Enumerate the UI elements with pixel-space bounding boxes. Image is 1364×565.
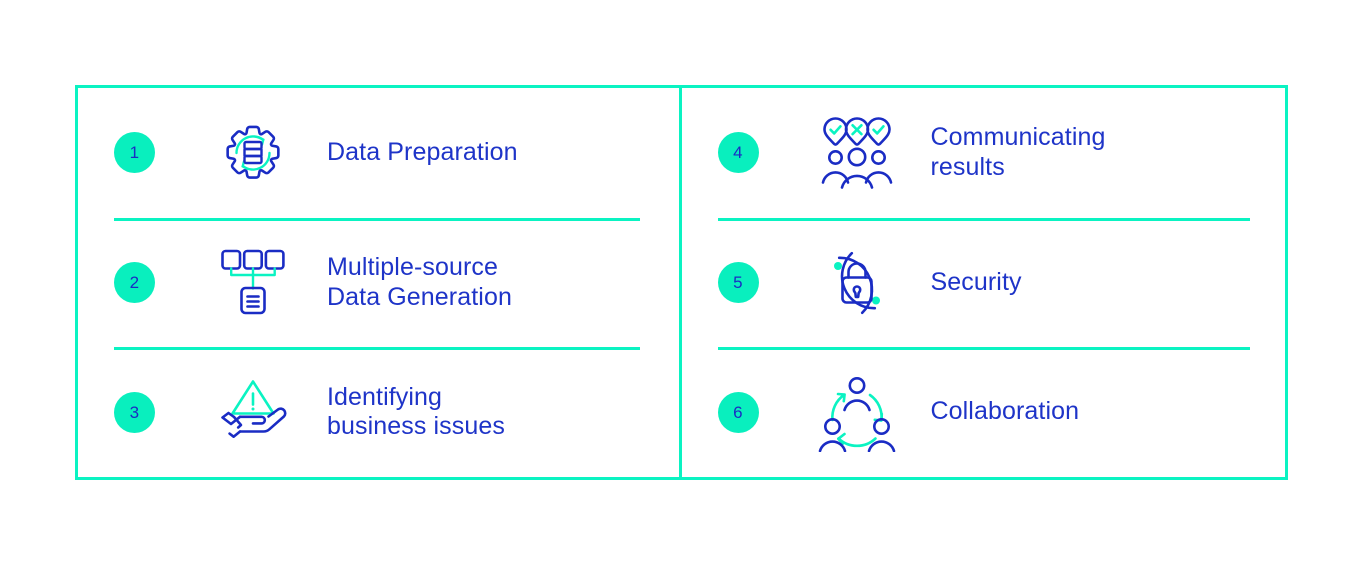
step-number-badge-5: 5 [717,262,759,303]
gear-database-refresh-icon [205,111,301,195]
step-label-5: Security [930,267,1022,296]
step-row-3[interactable]: 3 [78,347,679,477]
step-label-6: Collaboration [930,397,1080,426]
step-number-badge-4: 4 [717,132,759,174]
step-row-2[interactable]: 2 [78,217,679,348]
step-label-3: Identifying business issues [327,382,505,441]
step-row-5[interactable]: 5 [682,217,1286,348]
step-row-1[interactable]: 1 [78,88,679,218]
steps-panel: 1 [75,85,1288,480]
step-number-badge-6: 6 [717,391,759,433]
right-column: 4 [682,88,1286,477]
padlock-circle-icon [809,241,905,325]
step-row-6[interactable]: 6 [682,347,1286,477]
step-row-4[interactable]: 4 [682,88,1286,218]
step-label-4: Communicating results [930,123,1106,181]
step-number-badge-2: 2 [114,262,155,303]
step-label-1: Data Preparation [327,138,518,167]
hand-warning-triangle-icon [205,370,301,454]
people-cycle-arrows-icon [809,370,905,454]
step-number-badge-1: 1 [114,132,155,174]
multiple-sources-document-icon [205,241,301,325]
step-number-badge-3: 3 [114,391,155,433]
people-speech-bubbles-icon [809,111,905,195]
left-column: 1 [78,88,682,477]
step-label-2: Multiple-source Data Generation [327,253,512,311]
